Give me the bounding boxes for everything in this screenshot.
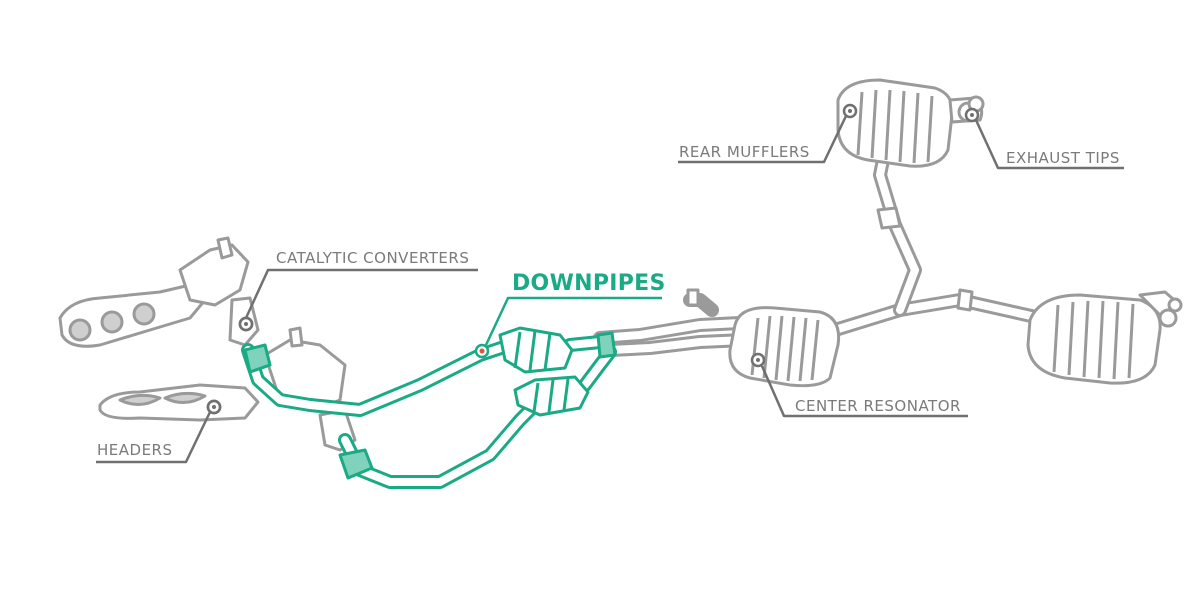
leader-downpipes — [484, 296, 662, 346]
gray-piping — [593, 143, 1047, 357]
leader-catalytic-converters — [244, 268, 478, 319]
downpipes-highlight — [241, 326, 617, 489]
leader-center-resonator — [760, 365, 968, 418]
leader-headers — [96, 411, 212, 464]
header-top — [58, 236, 260, 348]
label-downpipes: DOWNPIPES — [512, 271, 666, 296]
leader-exhaust-tips — [974, 119, 1124, 170]
label-catalytic-converters: CATALYTIC CONVERTERS — [276, 249, 470, 267]
label-headers: HEADERS — [97, 441, 173, 459]
leader-rear-mufflers — [678, 115, 848, 164]
rear-muffler-right — [1026, 290, 1183, 385]
center-resonator-shape — [728, 306, 841, 388]
rear-muffler-top — [836, 78, 985, 168]
label-rear-mufflers: REAR MUFFLERS — [679, 143, 810, 161]
leader-lines — [96, 115, 1124, 464]
header-bottom — [98, 326, 357, 452]
label-center-resonator: CENTER RESONATOR — [795, 397, 961, 415]
label-exhaust-tips: EXHAUST TIPS — [1006, 149, 1120, 167]
marker-dots — [206, 103, 980, 415]
